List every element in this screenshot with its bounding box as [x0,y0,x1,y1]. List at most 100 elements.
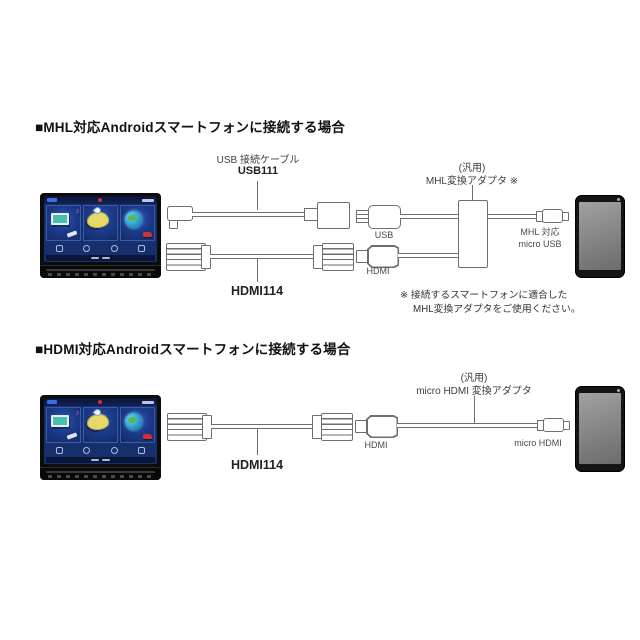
micro-usb-tip-icon [562,212,569,221]
hdmi114-left-connector-icon [167,413,207,441]
adapter-hdmi-cable [398,253,458,258]
hdmi-male-tip-icon [355,420,367,433]
car-navigation-unit: ♪ [40,193,161,278]
nav-shortcut-row [46,242,155,255]
globe-icon [124,413,142,430]
hdmi114-cable [211,424,315,429]
nav-alert-icon [97,400,102,404]
hdmi114-left-connector-icon [166,243,206,271]
hdmi-male-plug-icon [367,245,399,268]
music-icon [83,245,91,252]
android-smartphone [575,386,625,472]
hdmi114-pointer-line [257,259,258,282]
disc-slot [46,471,155,473]
music-icon [83,447,91,454]
section2-heading: ■HDMI対応Androidスマートフォンに接続する場合 [35,342,351,357]
car-icon [142,232,152,237]
hdmi-plug-label: HDMI [364,440,388,450]
nav-shortcut-row [46,444,155,457]
nav-globe-panel [119,205,155,241]
phone-screen [579,393,621,464]
map-icon [86,212,109,228]
softkey-icon [102,458,110,462]
car-navigation-unit: ♪ [40,395,161,480]
nav-av-button-icon [47,400,57,404]
tv-icon [51,415,69,427]
hdmi114-cable [210,254,316,259]
microhdmi-adapter-name-label: micro HDMI 変換アダプタ [416,386,532,397]
hdmi114-model-label: HDMI114 [230,284,284,298]
softkey-icon [91,458,99,462]
micro-usb-connector-icon [542,209,563,223]
globe-icon [124,211,142,228]
nav-alert-icon [97,198,102,202]
mic-icon [110,447,118,454]
nav-softkey-bar [46,457,155,463]
android-smartphone [575,195,625,278]
nav-status-bar [44,398,157,406]
footnote-line1: ※ 接続するスマートフォンに適合した [400,290,568,301]
nav-menu-panels: ♪ [46,407,155,443]
settings-icon [137,245,145,252]
hdmi-male-plug-face [368,246,398,267]
nav-screen: ♪ [44,398,157,464]
hdmi-plug-label: HDMI [366,266,390,276]
usb-label-pointer-line [257,181,258,210]
phone-screen [579,202,621,270]
softkey-icon [102,256,110,260]
nav-hardware-base [40,265,161,278]
globe-land-icon [127,215,136,221]
mhl-adapter-pointer-line [472,185,473,200]
settings-icon [137,447,145,454]
nav-status-bar [44,196,157,204]
nav-map-panel [82,407,119,443]
car-icon [142,434,152,439]
softkey-icon [91,256,99,260]
adapter-usb-cable [400,214,458,219]
nav-clock-icon [142,198,154,202]
phone-camera-icon [617,198,620,201]
hdmi-male-plug-face [367,416,397,437]
hdmi114-pointer-line [257,429,258,455]
mhl-output-cable [488,214,537,219]
music-note-icon: ♪ [75,206,80,215]
phone-port-label-line1: MHL 対応 [520,227,560,237]
usb-l-plug-stub-icon [169,220,178,229]
home-icon [56,447,64,454]
section1-heading: ■MHL対応Androidスマートフォンに接続する場合 [35,120,346,135]
nav-globe-panel [119,407,155,443]
hdmi114-right-connector-icon [321,413,353,441]
nav-av-panel: ♪ [46,407,82,443]
mhl-adapter-generic-label: (汎用) [458,163,486,174]
usb111-cable [192,212,306,217]
hardware-buttons [48,475,153,478]
hdmi114-model-label: HDMI114 [230,458,284,472]
micro-hdmi-connector-icon [543,418,564,432]
nav-av-button-icon [47,198,57,202]
usb-cable-name-label: USB 接続ケーブル [216,155,300,166]
map-icon [86,414,109,430]
nav-softkey-bar [46,255,155,261]
usb-cable-model-label: USB111 [237,165,279,177]
nav-hardware-base [40,467,161,480]
nav-menu-panels: ♪ [46,205,155,241]
mhl-adapter-name-label: MHL変換アダプタ ※ [425,176,519,187]
usb-l-plug-icon [167,206,193,221]
mhl-adapter-body-icon [458,200,488,268]
disc-slot [46,269,155,271]
remote-icon [66,432,78,440]
microhdmi-adapter-generic-label: (汎用) [460,373,488,384]
footnote-line2: MHL変換アダプタをご使用ください。 [413,304,581,315]
usb-plug-label: USB [374,230,394,240]
nav-map-panel [82,205,119,241]
hdmi-male-plug-icon [366,415,398,438]
nav-av-panel: ♪ [46,205,82,241]
music-note-icon: ♪ [75,408,80,417]
phone-port-label: micro HDMI [514,438,562,448]
microhdmi-adapter-pointer-line [474,396,475,424]
microhdmi-adapter-cable [397,423,538,428]
phone-port-label-line2: micro USB [518,239,562,249]
home-icon [56,245,64,252]
phone-camera-icon [617,389,620,392]
